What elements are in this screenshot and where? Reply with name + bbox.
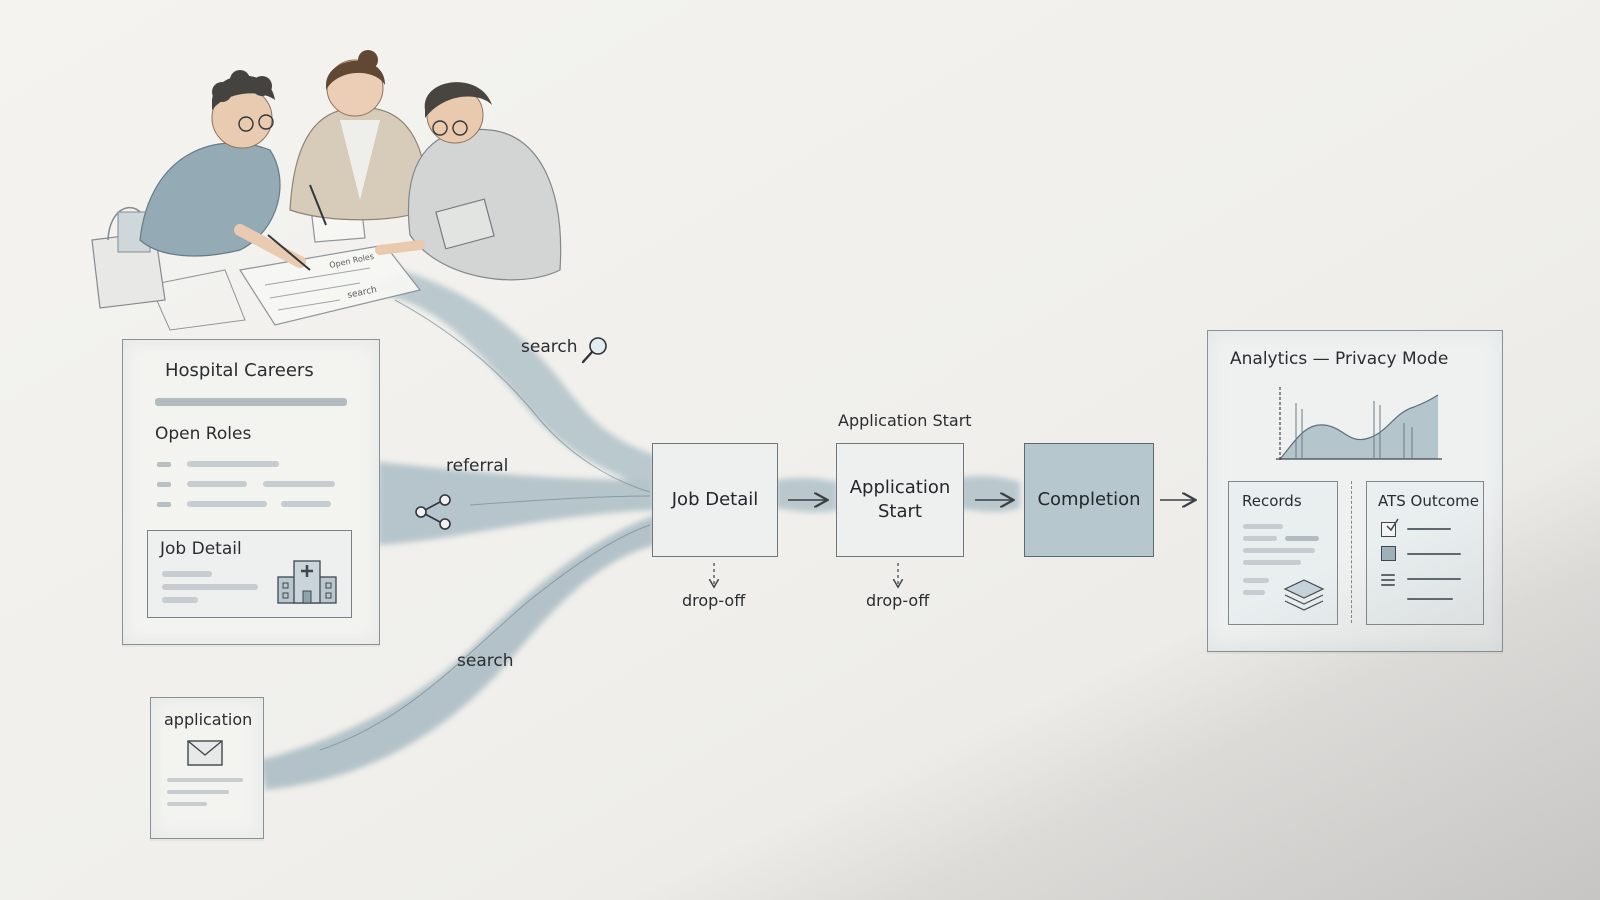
records-label: Records: [1242, 492, 1302, 510]
records-panel[interactable]: Records: [1228, 481, 1338, 625]
stage-job-detail[interactable]: Job Detail: [652, 443, 778, 557]
analytics-area-chart: [1276, 387, 1442, 461]
envelope-icon: [187, 740, 223, 766]
stage-application-start-line1: Application: [849, 477, 951, 498]
stage-application-start[interactable]: Application Start: [836, 443, 964, 557]
open-roles-label: Open Roles: [155, 424, 252, 444]
layers-icon: [1283, 579, 1325, 611]
stream-search-top: [360, 270, 655, 490]
application-label: application: [164, 710, 253, 729]
flow-label-referral: referral: [446, 456, 509, 476]
ats-outcome-panel[interactable]: ATS Outcome: [1366, 481, 1484, 625]
stage-job-detail-label: Job Detail: [671, 489, 759, 510]
stream-stage-1: [775, 477, 838, 513]
magnifier-icon: [581, 337, 607, 364]
ats-outcome-label: ATS Outcome: [1378, 492, 1480, 510]
stage-application-start-line2: Start: [878, 501, 922, 522]
stage-completion[interactable]: Completion: [1024, 443, 1154, 557]
job-detail-mini-card[interactable]: Job Detail: [147, 530, 352, 618]
share-icon: [415, 494, 451, 530]
checkbox-filled-icon: [1381, 546, 1396, 561]
dropoff-label-application-start: drop-off: [866, 591, 930, 610]
team-illustration: Open Roles search: [91, 50, 562, 331]
analytics-title: Analytics — Privacy Mode: [1230, 349, 1449, 369]
checkmark-icon: [1386, 518, 1399, 532]
hospital-building-icon: [277, 560, 337, 604]
careers-title: Hospital Careers: [165, 360, 314, 381]
dropoff-label-job-detail: drop-off: [682, 591, 746, 610]
stage-application-start-heading: Application Start: [838, 411, 972, 430]
checkbox-checked-icon: [1381, 522, 1396, 537]
stream-stage-2: [958, 475, 1020, 512]
stage-completion-label: Completion: [1037, 489, 1141, 510]
application-card: application: [150, 697, 264, 839]
panel-divider: [1351, 481, 1352, 623]
flow-label-search-bottom: search: [457, 651, 514, 671]
hospital-careers-card: Hospital Careers Open Roles Job Detail: [122, 339, 380, 645]
analytics-panel: Analytics — Privacy Mode Records ATS Out…: [1207, 330, 1503, 652]
flow-label-search-top: search: [521, 337, 578, 357]
job-detail-mini-title: Job Detail: [160, 539, 242, 559]
careers-header-bar: [155, 398, 347, 406]
stream-search-bottom: [260, 515, 655, 790]
